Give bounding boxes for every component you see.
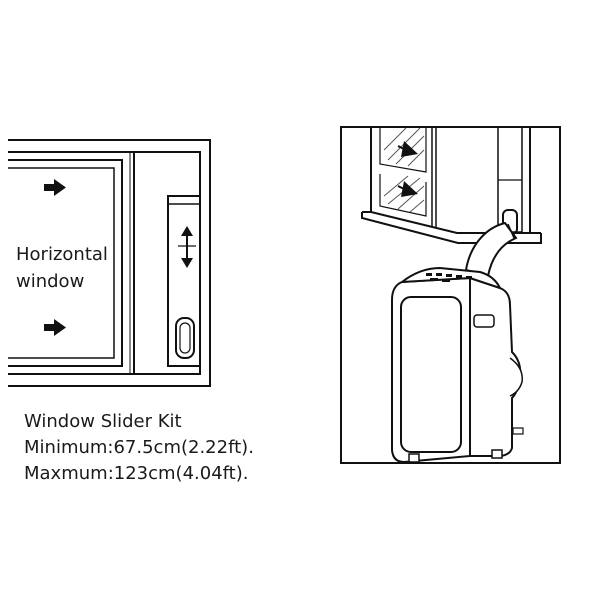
spec-title: Window Slider Kit (24, 411, 182, 432)
hose-outlet-inner (179, 322, 191, 354)
ac-control-panel (426, 273, 472, 282)
window-outer-frame (8, 139, 211, 387)
window-type-label-line1: Horizontal (16, 244, 108, 265)
right-arrow-icon (44, 319, 66, 336)
portable-ac-unit (391, 266, 524, 464)
room-frame (340, 126, 561, 464)
hose-outlet-icon (175, 317, 195, 359)
window-sash (8, 159, 123, 367)
right-arrow-icon (44, 179, 66, 196)
window-pane-top (379, 127, 427, 173)
window-pane-bottom (379, 174, 427, 217)
right-arrow-icon (397, 181, 418, 197)
spec-minimum: Minimum:67.5cm(2.22ft). (24, 437, 254, 458)
window-type-label-line2: window (16, 271, 85, 292)
ac-front-panel (400, 296, 462, 453)
slider-kit-panel (167, 195, 201, 367)
spec-maximum: Maxmum:123cm(4.04ft). (24, 463, 249, 484)
exhaust-hose (464, 221, 518, 278)
horizontal-window-illustration (8, 139, 211, 387)
ac-rear-grille (509, 357, 523, 397)
room-window-sill (361, 212, 542, 244)
ac-handle (473, 314, 495, 328)
window-glass-hatching (383, 127, 425, 213)
ac-cord (512, 427, 524, 435)
room-window-frame (370, 127, 531, 234)
window-glass (8, 167, 115, 359)
right-arrow-icon (397, 141, 418, 157)
up-down-arrow-icon (178, 226, 196, 268)
